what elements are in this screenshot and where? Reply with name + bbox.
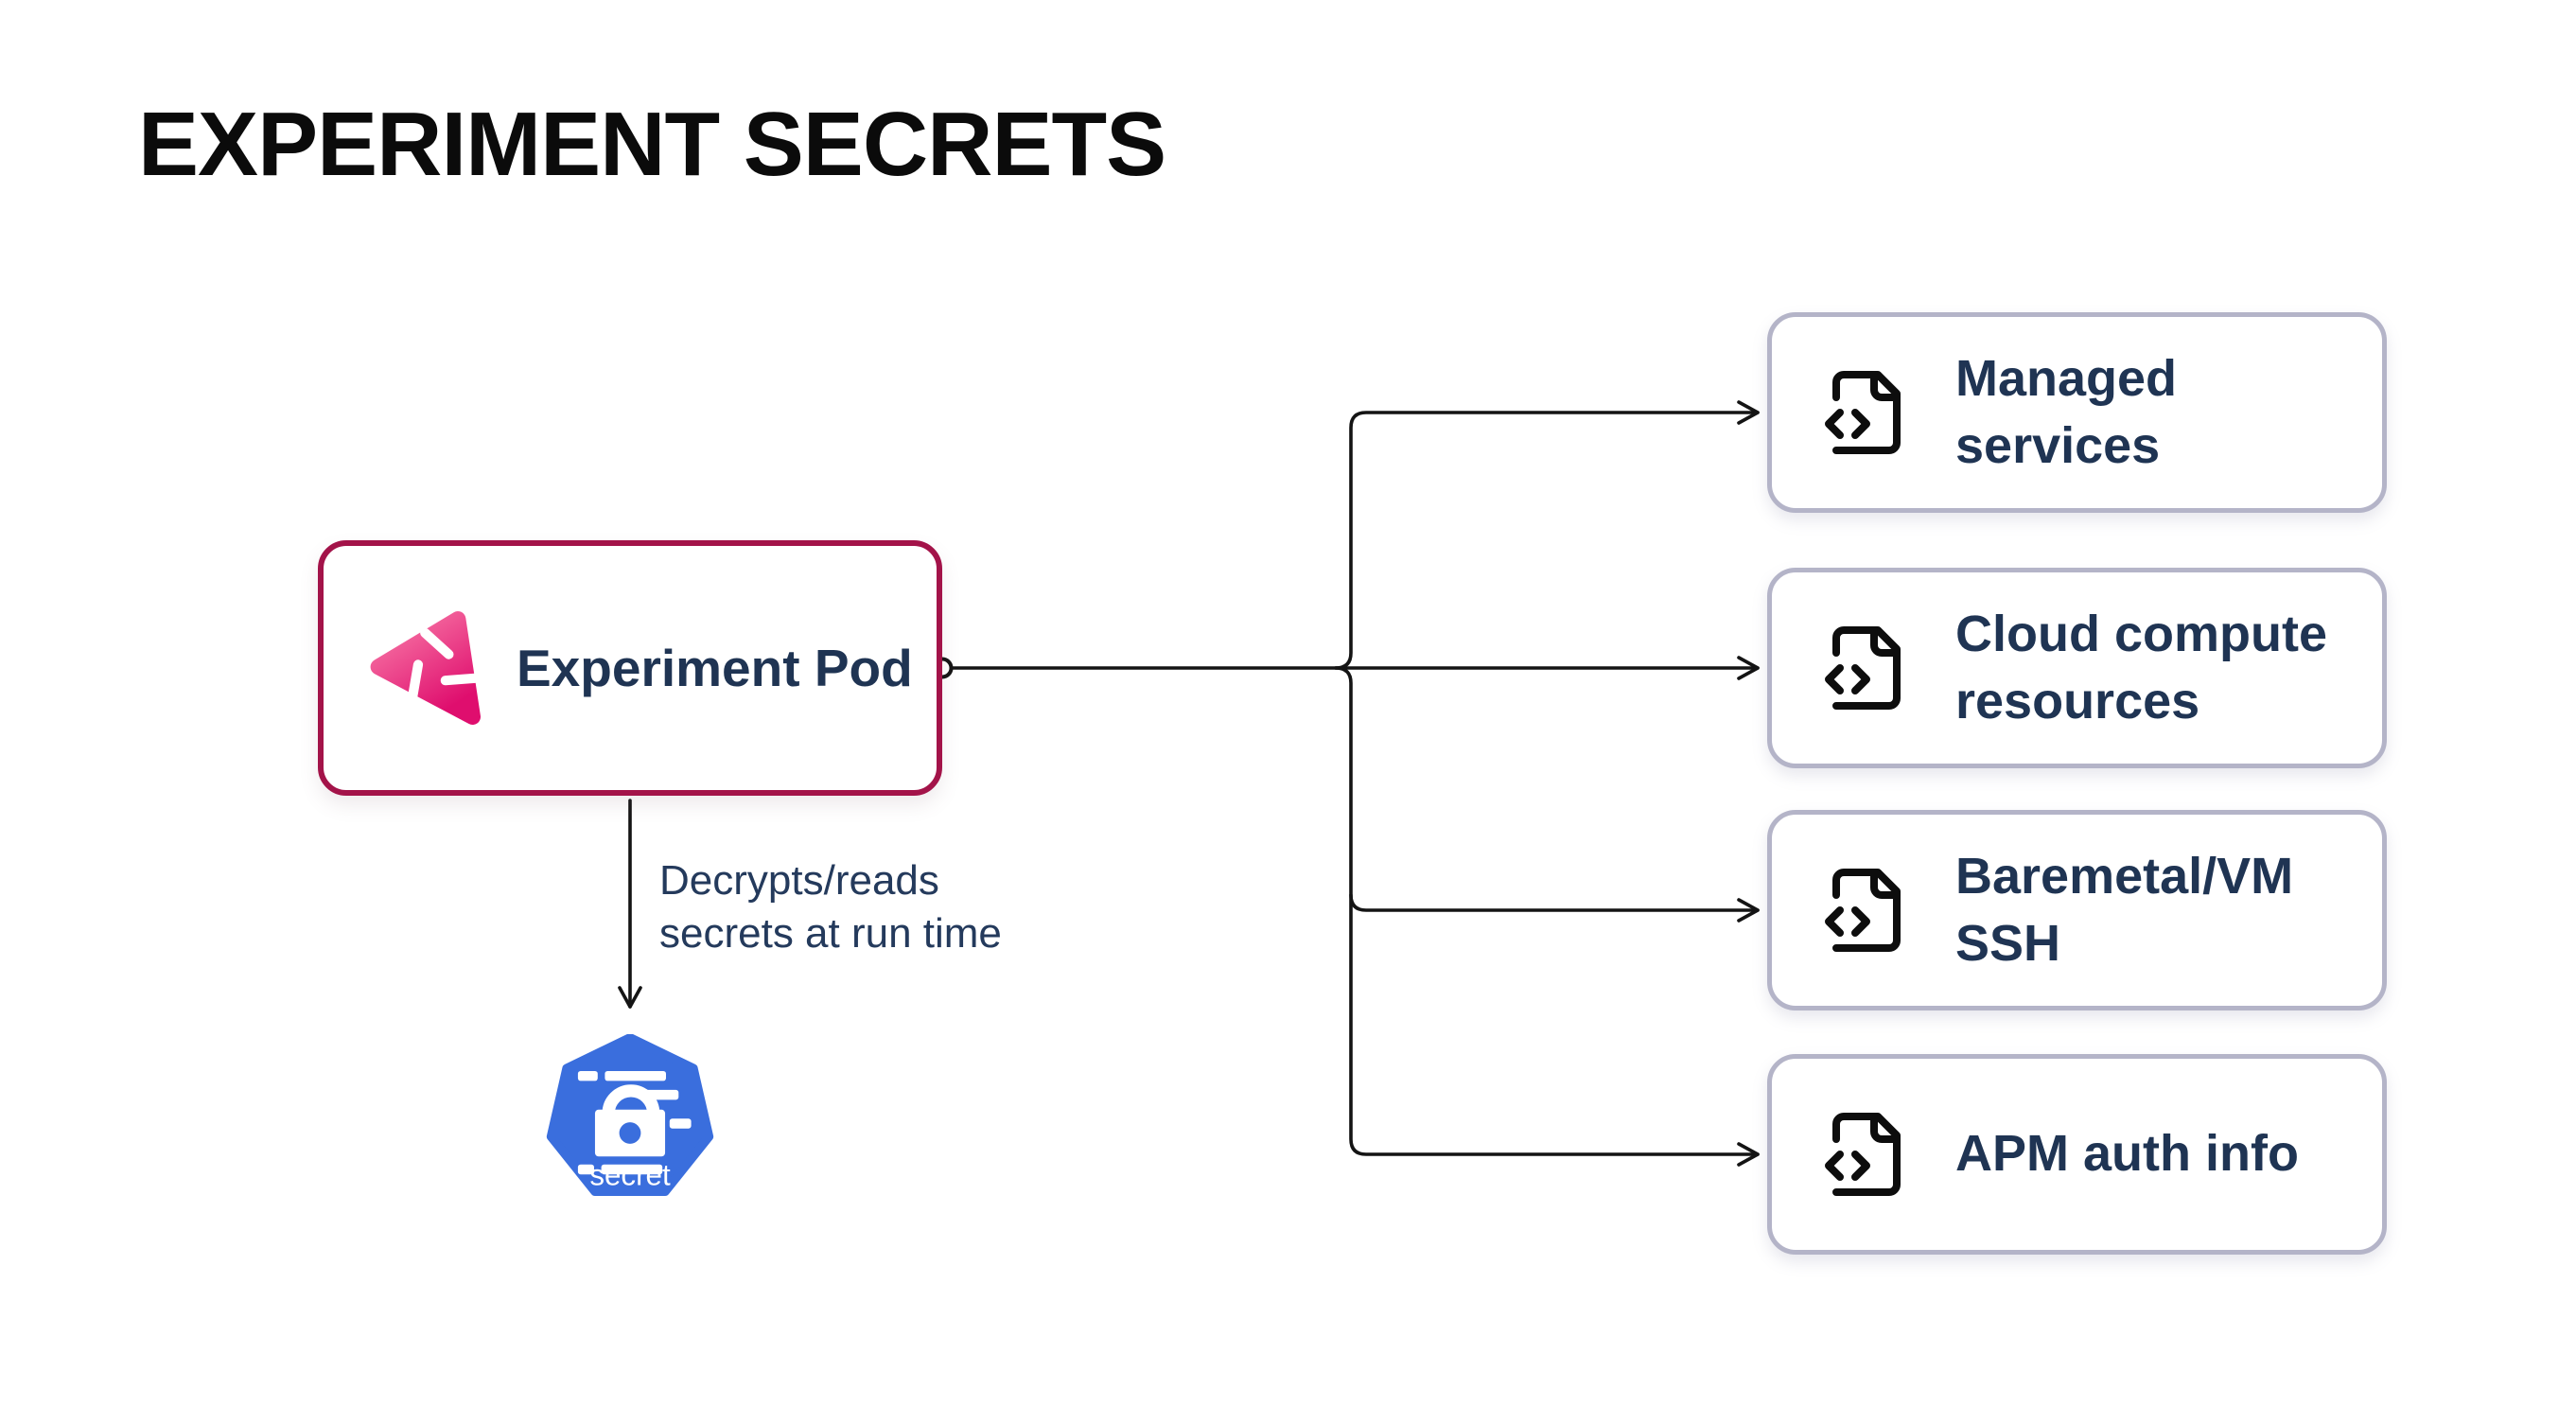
page-title: EXPERIMENT SECRETS [138, 94, 1166, 195]
target-node-baremetal-vm-ssh: Baremetal/VM SSH [1767, 810, 2387, 1011]
target-node-managed-services: Managed services [1767, 312, 2387, 513]
edge-pod-to-managed-services [1334, 400, 1760, 670]
file-code-icon [1821, 623, 1912, 713]
secret-badge-label: secret [589, 1159, 671, 1192]
secret-flow-label: Decrypts/reads secrets at run time [659, 857, 1002, 958]
experiment-pod-node: Experiment Pod [318, 540, 942, 796]
target-label: Cloud compute resources [1955, 605, 2327, 729]
kubernetes-secret-node: secret [540, 1034, 720, 1214]
file-code-icon [1821, 865, 1912, 956]
target-label: APM auth info [1955, 1125, 2299, 1183]
target-node-apm-auth-info: APM auth info [1767, 1054, 2387, 1255]
target-node-cloud-compute-resources: Cloud compute resources [1767, 568, 2387, 768]
target-label: Baremetal/VM SSH [1955, 847, 2294, 972]
kubernetes-secret-icon: secret [546, 1034, 714, 1196]
experiment-pod-label: Experiment Pod [517, 639, 913, 697]
file-code-icon [1821, 1109, 1912, 1200]
target-label: Managed services [1955, 349, 2178, 474]
litmus-chaos-logo-icon [367, 610, 481, 726]
file-code-icon [1821, 367, 1912, 458]
edge-pod-to-baremetal-vm-ssh [1349, 893, 1760, 923]
edge-pod-to-apm-auth-info [1334, 666, 1760, 1167]
